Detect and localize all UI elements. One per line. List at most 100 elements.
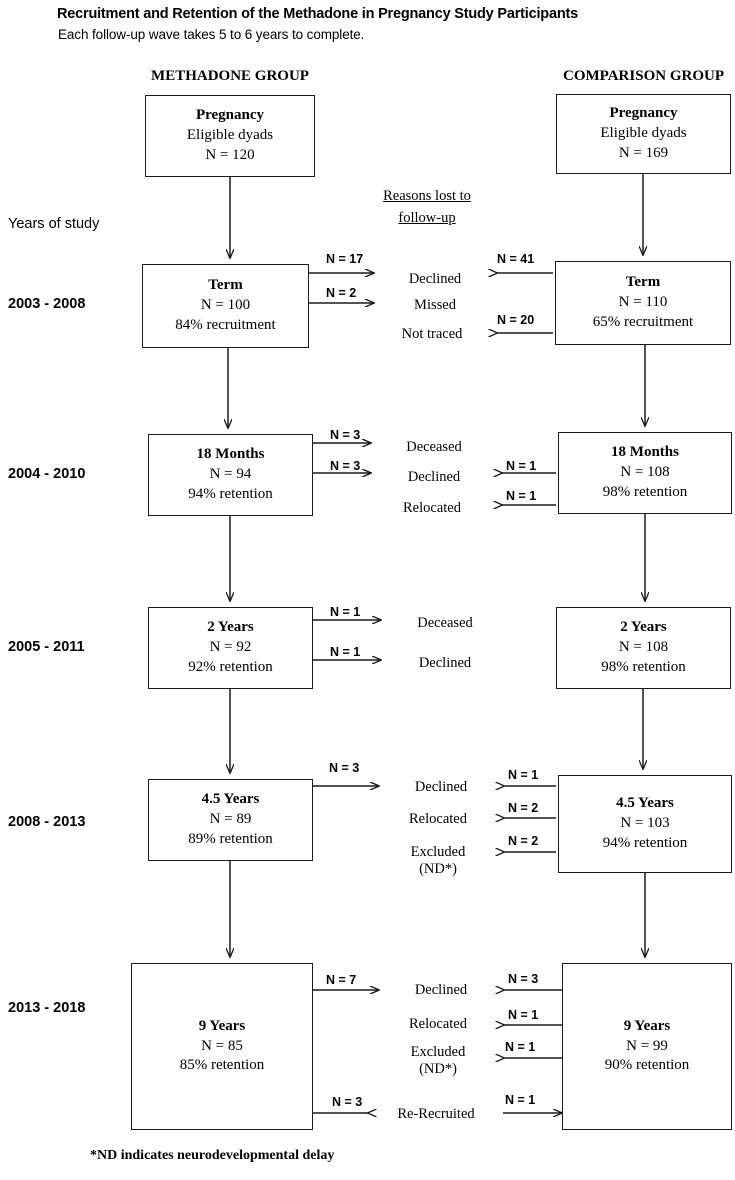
- node-right-term[interactable]: Term N = 110 65% recruitment: [555, 261, 731, 345]
- node-title: 18 Months: [196, 446, 265, 463]
- node-title: Pregnancy: [195, 107, 265, 124]
- node-title: 2 Years: [620, 619, 667, 636]
- reason-18m-deceased: Deceased: [406, 439, 462, 455]
- node-line3: 84% recruitment: [175, 316, 276, 333]
- node-line3: N = 120: [205, 146, 255, 163]
- node-title: Pregnancy: [609, 105, 678, 122]
- n-label-18m-declined-left: N = 3: [330, 459, 361, 473]
- node-title: 9 Years: [198, 1017, 246, 1034]
- node-right-2-years[interactable]: 2 Years N = 108 98% retention: [556, 607, 731, 689]
- node-line3: N = 169: [618, 144, 669, 161]
- node-line3: 92% retention: [188, 658, 273, 675]
- node-left-2-years[interactable]: 2 Years N = 92 92% retention: [148, 607, 313, 689]
- node-title: Term: [208, 277, 243, 294]
- n-label-2y-deceased-left: N = 1: [330, 605, 361, 619]
- node-left-18-months[interactable]: 18 Months N = 94 94% retention: [148, 434, 313, 516]
- reason-2y-declined: Declined: [418, 655, 472, 671]
- node-right-9-years[interactable]: 9 Years N = 99 90% retention: [562, 963, 732, 1130]
- reason-2y-deceased: Deceased: [417, 615, 473, 631]
- page-title: Recruitment and Retention of the Methado…: [57, 6, 578, 22]
- reason-18m-declined: Declined: [407, 469, 461, 485]
- node-title: 4.5 Years: [616, 795, 674, 812]
- node-left-term[interactable]: Term N = 100 84% recruitment: [142, 264, 309, 348]
- node-line3: 98% retention: [601, 658, 686, 675]
- node-title: 4.5 Years: [201, 791, 260, 808]
- node-line3: 98% retention: [602, 483, 688, 500]
- node-title: 2 Years: [207, 619, 254, 636]
- reasons-header-line1: Reasons lost to: [383, 188, 471, 204]
- n-label-term-not-traced-right: N = 20: [497, 313, 535, 327]
- node-title: 18 Months: [611, 444, 679, 461]
- node-line2: N = 89: [209, 811, 252, 828]
- node-line2: N = 85: [201, 1037, 243, 1054]
- reason-9y-re-recruited: Re-Recruited: [397, 1106, 475, 1122]
- n-label-9y-re-recruited-left: N = 3: [332, 1095, 363, 1109]
- years-of-study-caption: Years of study: [8, 216, 100, 232]
- reason-9y-declined: Declined: [414, 982, 468, 998]
- n-label-45y-relocated-right: N = 2: [508, 801, 539, 815]
- node-right-18-months[interactable]: 18 Months N = 108 98% retention: [558, 432, 732, 514]
- node-line2: N = 99: [626, 1037, 668, 1054]
- node-right-pregnancy[interactable]: Pregnancy Eligible dyads N = 169: [556, 94, 731, 174]
- node-line2: N = 100: [200, 297, 251, 314]
- node-left-9-years[interactable]: 9 Years N = 85 85% retention: [131, 963, 313, 1130]
- footnote-nd: *ND indicates neurodevelopmental delay: [90, 1148, 335, 1163]
- reason-term-not-traced: Not traced: [401, 326, 463, 342]
- column-header-comparison: COMPARISON GROUP: [563, 68, 724, 84]
- year-label-2013-2018: 2013 - 2018: [8, 1000, 86, 1016]
- column-header-methadone: METHADONE GROUP: [151, 68, 309, 84]
- n-label-9y-relocated-right: N = 1: [508, 1008, 539, 1022]
- node-left-pregnancy[interactable]: Pregnancy Eligible dyads N = 120: [145, 95, 315, 177]
- reason-45y-relocated: Relocated: [409, 811, 467, 827]
- n-label-9y-re-recruited-right: N = 1: [505, 1093, 536, 1107]
- node-right-4-5-years[interactable]: 4.5 Years N = 103 94% retention: [558, 775, 732, 873]
- node-line2: N = 103: [620, 815, 670, 832]
- node-line3: 94% retention: [602, 834, 688, 851]
- n-label-9y-declined-left: N = 7: [326, 973, 357, 987]
- node-line2: N = 108: [618, 639, 669, 656]
- n-label-9y-excluded-right: N = 1: [505, 1040, 536, 1054]
- node-line2: N = 108: [620, 464, 670, 481]
- reason-term-declined: Declined: [408, 271, 462, 287]
- reason-9y-excluded-line2: (ND*): [419, 1060, 457, 1077]
- n-label-2y-declined-left: N = 1: [330, 645, 361, 659]
- year-label-2005-2011: 2005 - 2011: [8, 639, 85, 655]
- year-label-2008-2013: 2008 - 2013: [8, 814, 86, 830]
- n-label-18m-deceased-left: N = 3: [330, 428, 361, 442]
- node-line3: 65% recruitment: [592, 313, 694, 330]
- node-line2: Eligible dyads: [186, 127, 274, 144]
- reason-9y-relocated: Relocated: [409, 1016, 467, 1032]
- n-label-term-declined-left: N = 17: [326, 252, 364, 266]
- reason-9y-excluded: Excluded (ND*): [380, 1044, 496, 1077]
- n-label-45y-declined-left: N = 3: [329, 761, 360, 775]
- node-line2: N = 94: [209, 466, 252, 483]
- node-line2: Eligible dyads: [600, 125, 687, 142]
- n-label-45y-declined-right: N = 1: [508, 768, 539, 782]
- reasons-header-line2: follow-up: [398, 210, 456, 226]
- reason-9y-excluded-line1: Excluded: [410, 1044, 466, 1060]
- n-label-term-missed-left: N = 2: [326, 286, 357, 300]
- reason-45y-excluded-line1: Excluded: [410, 844, 466, 860]
- node-line3: 85% retention: [179, 1057, 265, 1074]
- node-line3: 89% retention: [188, 830, 273, 847]
- year-label-2003-2008: 2003 - 2008: [8, 296, 86, 312]
- year-label-2004-2010: 2004 - 2010: [8, 466, 86, 482]
- reason-45y-declined: Declined: [414, 779, 468, 795]
- reason-18m-relocated: Relocated: [403, 500, 461, 516]
- node-line2: N = 92: [209, 639, 252, 656]
- reason-term-missed: Missed: [414, 297, 456, 313]
- n-label-18m-relocated-right: N = 1: [506, 489, 537, 503]
- reason-45y-excluded-line2: (ND*): [419, 860, 457, 877]
- node-line3: 94% retention: [188, 485, 273, 502]
- node-line3: 90% retention: [604, 1057, 690, 1074]
- page-subtitle: Each follow-up wave takes 5 to 6 years t…: [58, 27, 365, 42]
- node-title: 9 Years: [623, 1017, 671, 1034]
- reason-45y-excluded: Excluded (ND*): [380, 844, 496, 877]
- node-line2: N = 110: [618, 294, 668, 311]
- n-label-9y-declined-right: N = 3: [508, 972, 539, 986]
- node-left-4-5-years[interactable]: 4.5 Years N = 89 89% retention: [148, 779, 313, 861]
- n-label-18m-declined-right: N = 1: [506, 459, 537, 473]
- n-label-45y-excluded-right: N = 2: [508, 834, 539, 848]
- node-title: Term: [625, 274, 661, 291]
